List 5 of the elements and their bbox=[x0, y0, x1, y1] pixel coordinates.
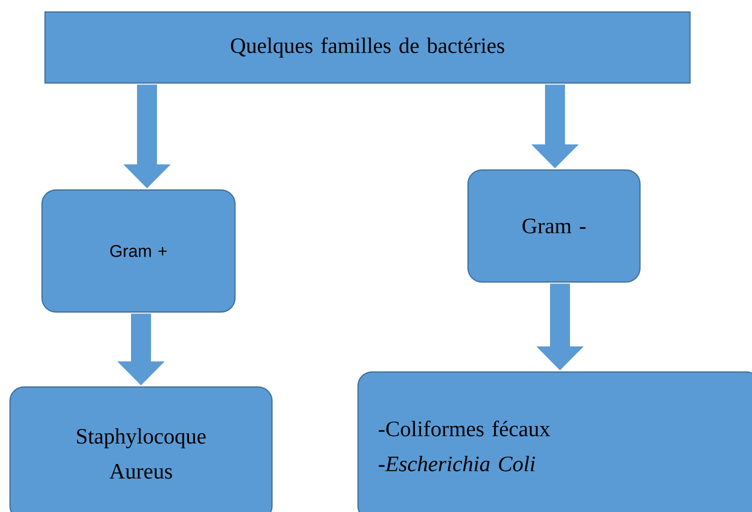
title-box: Quelques familles de bactéries bbox=[44, 11, 691, 84]
rounded-box: Gram + bbox=[41, 189, 236, 313]
rounded-box: -Coliformes fécaux -Escherichia Coli bbox=[357, 371, 752, 512]
rounded-box: Gram - bbox=[467, 169, 641, 283]
rounded-box: Staphylocoque Aureus bbox=[9, 386, 273, 512]
